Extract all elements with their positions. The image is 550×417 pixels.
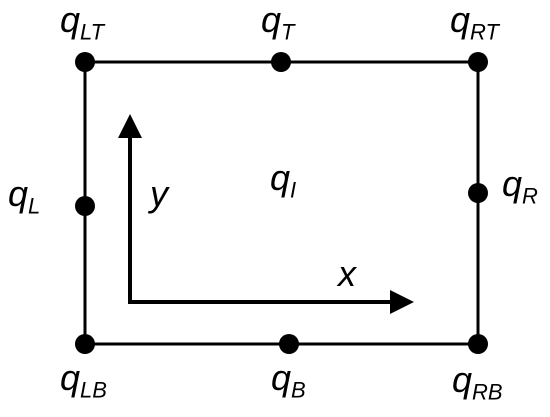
label-right: qR bbox=[502, 163, 538, 209]
label-right-bottom: qRB bbox=[452, 359, 503, 405]
node-left-bottom bbox=[75, 334, 95, 354]
label-left-bottom: qLB bbox=[60, 357, 107, 403]
node-left-top bbox=[75, 52, 95, 72]
x-axis-label: x bbox=[338, 253, 356, 294]
label-top: qT bbox=[261, 0, 295, 45]
label-bottom: qB bbox=[271, 357, 306, 403]
label-interior: qI bbox=[270, 157, 297, 203]
node-left bbox=[75, 196, 95, 216]
y-axis-label: y bbox=[150, 173, 168, 214]
label-left: qL bbox=[8, 173, 41, 219]
node-bottom bbox=[279, 334, 299, 354]
node-right bbox=[468, 183, 488, 203]
node-top bbox=[271, 52, 291, 72]
node-right-bottom bbox=[468, 334, 488, 354]
y-axis-arrowhead bbox=[118, 114, 142, 138]
label-left-top: qLT bbox=[60, 0, 105, 45]
x-axis-arrowhead bbox=[390, 290, 414, 314]
label-right-top: qRT bbox=[450, 0, 499, 45]
node-right-top bbox=[468, 52, 488, 72]
